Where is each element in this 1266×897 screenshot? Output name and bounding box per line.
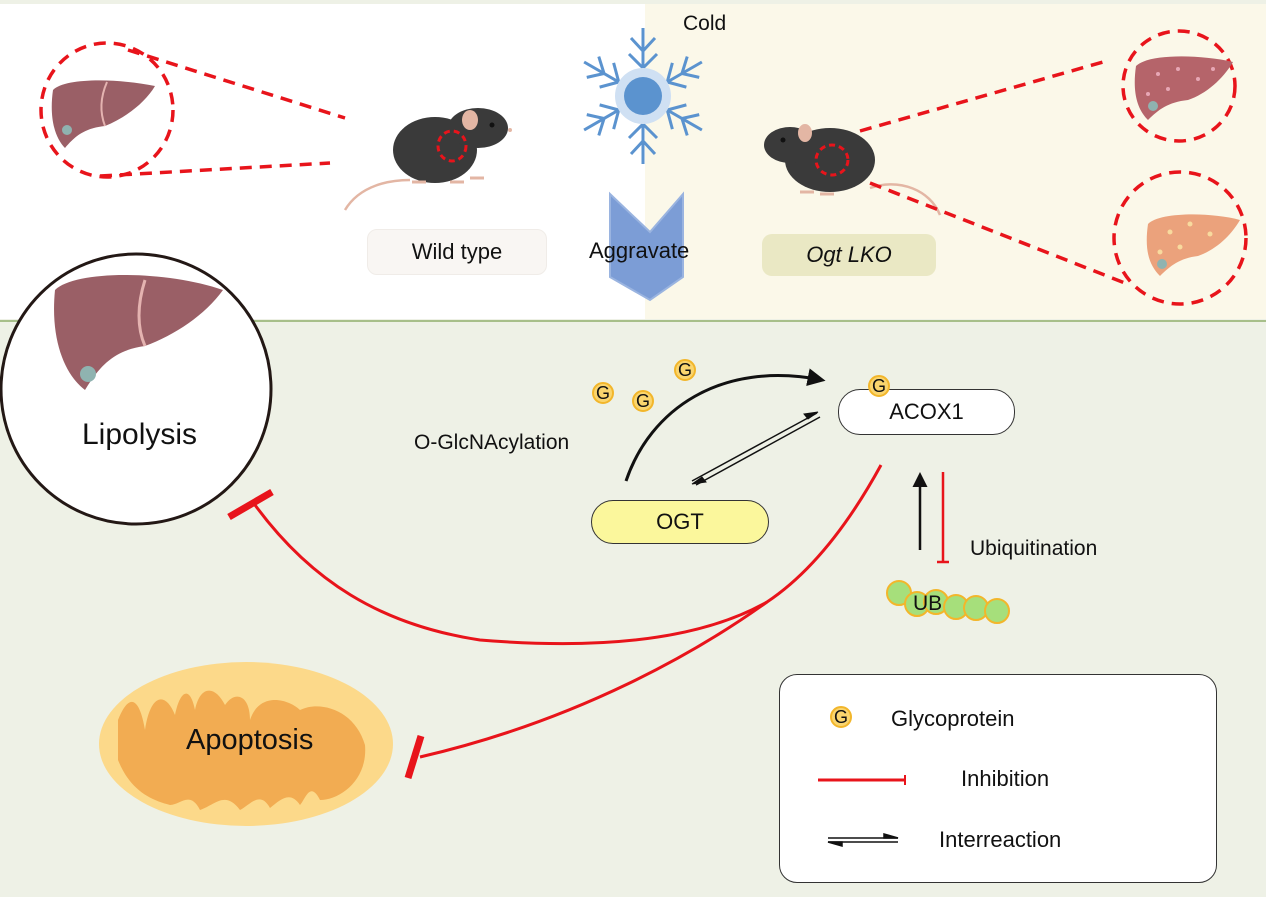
legend-glycoprotein-icon: G bbox=[830, 706, 852, 728]
lipolysis-circle bbox=[0, 252, 273, 526]
activation-arrows bbox=[624, 368, 928, 550]
ogt-node: OGT bbox=[591, 500, 769, 544]
wild-type-zoom-lines bbox=[39, 41, 346, 179]
legend-interreaction-label: Interreaction bbox=[939, 827, 1062, 852]
snowflake-icon bbox=[575, 28, 711, 166]
lipolysis-liver-icon bbox=[54, 275, 224, 390]
inhibition-lines bbox=[227, 464, 949, 780]
ubiquitination-label: Ubiquitination bbox=[970, 537, 1098, 560]
o-glcnacylation-arrow bbox=[624, 368, 826, 482]
inhibition-bar-apoptosis bbox=[404, 734, 425, 780]
lipolysis-label: Lipolysis bbox=[82, 418, 198, 451]
cold-label: Cold bbox=[683, 12, 727, 35]
glycoprotein-icon: G bbox=[592, 382, 614, 404]
aggravate-arrow-icon bbox=[609, 191, 684, 302]
legend-interreaction-mark bbox=[827, 833, 899, 847]
panel-divider bbox=[0, 320, 1266, 322]
healthy-liver-icon bbox=[51, 80, 155, 148]
ub-label: UB bbox=[913, 592, 943, 615]
glycoprotein-icon: G bbox=[632, 390, 654, 412]
inhibition-bar-lipolysis bbox=[227, 488, 274, 521]
steatosis-liver-icon bbox=[1134, 56, 1233, 120]
legend-inhibition-label: Inhibition bbox=[961, 766, 1050, 791]
wild-type-mouse-icon bbox=[343, 108, 512, 211]
ogt-lko-badge: Ogt LKO bbox=[762, 234, 936, 276]
mitochondria-icon bbox=[99, 662, 393, 826]
inhibition-curve-apoptosis bbox=[419, 600, 768, 759]
legend-glycoprotein-label: Glycoprotein bbox=[891, 706, 1015, 731]
fatty-liver-icon bbox=[1146, 214, 1240, 276]
ubiquitin-chain-icon bbox=[886, 580, 1010, 624]
interreaction-arrow bbox=[691, 411, 821, 486]
knockout-mouse-icon bbox=[764, 124, 942, 216]
wild-type-badge: Wild type bbox=[367, 229, 547, 275]
acox1-node: ACOX1 bbox=[838, 389, 1015, 435]
o-glcnacylation-label: O-GlcNAcylation bbox=[414, 431, 570, 454]
knockout-zoom-lines bbox=[859, 29, 1248, 306]
glycoprotein-icon: G bbox=[674, 359, 696, 381]
aggravate-label: Aggravate bbox=[589, 238, 690, 263]
apoptosis-label: Apoptosis bbox=[186, 724, 314, 756]
inhibition-curve-lipolysis bbox=[253, 464, 883, 646]
glycoprotein-acox1-icon: G bbox=[868, 375, 890, 397]
